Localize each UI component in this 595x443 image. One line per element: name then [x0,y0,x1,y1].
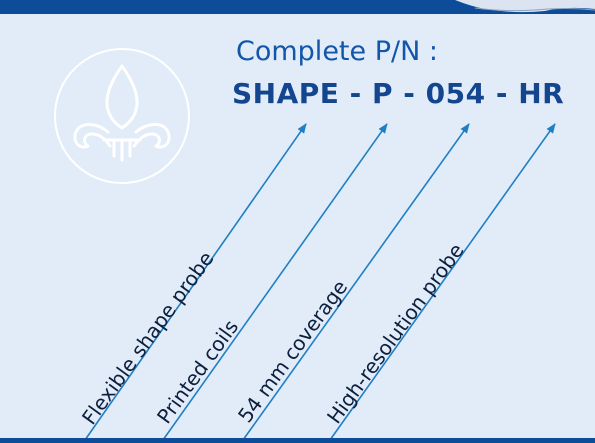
part-number-code: SHAPE - P - 054 - HR [232,77,565,110]
arrow-resolution [329,123,556,441]
arrow-printed [162,123,388,441]
bottom-band [0,438,595,443]
top-decoration [455,0,595,13]
fleur-de-lis-icon [54,48,190,184]
top-band [0,0,595,14]
arrow-shape [84,123,307,441]
part-number-label: Complete P/N : [236,36,438,67]
arrow-coverage [242,123,470,441]
